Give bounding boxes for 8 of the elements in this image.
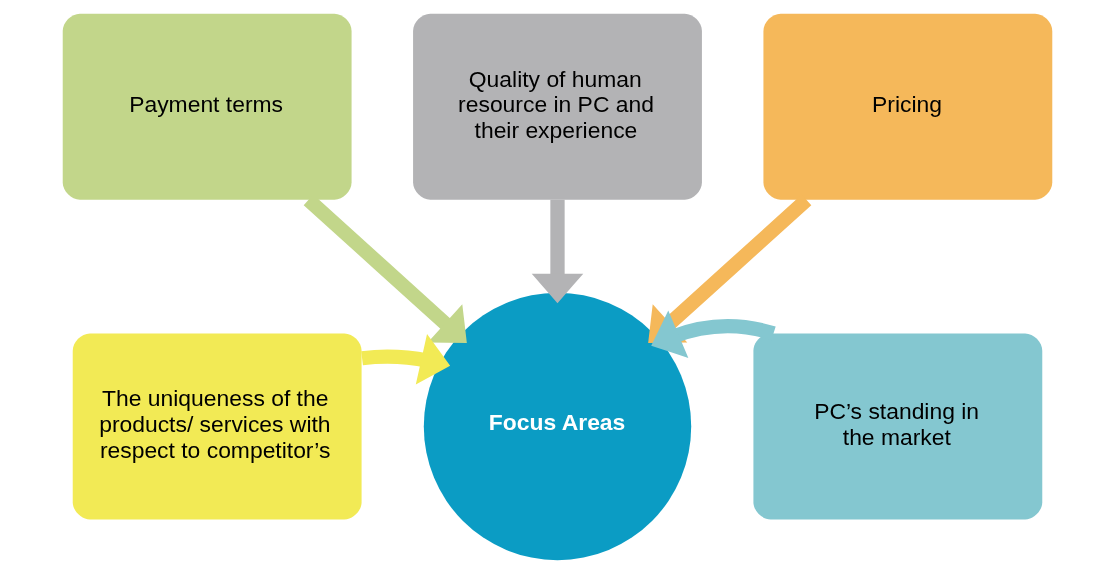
arrow <box>361 334 451 385</box>
node-box: Pricing <box>763 13 1053 200</box>
node-box: The uniqueness of the products/ services with respect to competitor’s <box>72 333 362 520</box>
node-box: Payment terms <box>62 13 352 200</box>
node-box: Quality of human resource in PC and their experience <box>413 13 702 200</box>
node-box: PC’s standing in the market <box>753 333 1043 520</box>
arrow <box>651 310 776 358</box>
arrow <box>531 199 584 304</box>
